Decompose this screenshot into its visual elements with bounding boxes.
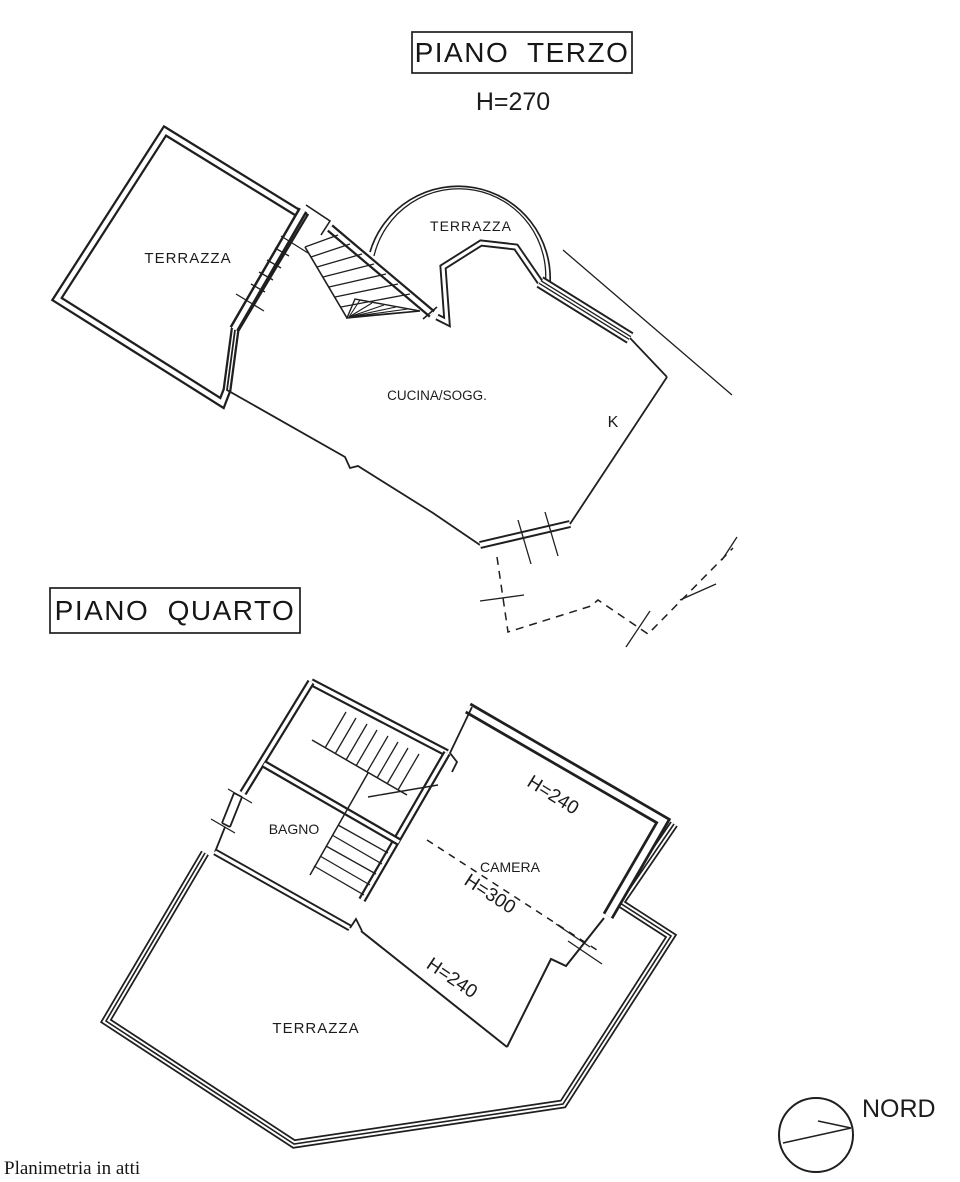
floor-quarto-title: PIANO QUARTO [55, 595, 296, 626]
height-lower-label: H=240 [422, 954, 481, 1003]
kitchen-living-outline [226, 239, 733, 565]
title-box-terzo [411, 31, 633, 74]
floor-terzo-plan: PIANO TERZO H=270 TERRAZZA TERRAZZA CUCI… [50, 31, 738, 648]
terrace-arc-outline [369, 185, 552, 288]
stairwell-walls [239, 678, 451, 903]
height-upper-label: H=240 [523, 772, 582, 820]
terrace-left-label: TERRAZZA [144, 250, 231, 267]
terrace-boundary-wall [213, 848, 508, 1048]
footer-note: Planimetria in atti [4, 1158, 140, 1179]
terrace-parapet-outline [99, 821, 678, 1149]
bathroom-wall-window [210, 788, 253, 853]
lower-balcony-dashed-outline [479, 536, 738, 648]
floor-quarto-plan: PIANO QUARTO BAGNO H=240 CAMERA H=300 H=… [49, 587, 678, 1149]
north-compass-icon: NORD [778, 1095, 936, 1173]
kitchen-living-label: CUCINA/SOGG. [387, 388, 487, 403]
bedroom-label: CAMERA [480, 859, 541, 875]
stairs-fourth-floor [309, 711, 439, 896]
stair-wall-band [327, 224, 438, 320]
terrace-top-label: TERRAZZA [430, 218, 512, 234]
ceiling-ridge-dashed-line [426, 839, 601, 953]
kitchen-marker-label: K [608, 414, 619, 431]
floor-terzo-title: PIANO TERZO [415, 37, 630, 68]
height-ridge-label: H=300 [460, 870, 519, 918]
terrace-kitchen-wall [229, 204, 332, 332]
stairs-third-floor [304, 234, 421, 319]
terrace-big-label: TERRAZZA [272, 1020, 359, 1037]
floor-terzo-height-note: H=270 [476, 88, 550, 116]
compass-label: NORD [862, 1095, 936, 1123]
title-box-quarto [49, 587, 301, 634]
bathroom-label: BAGNO [269, 821, 320, 837]
